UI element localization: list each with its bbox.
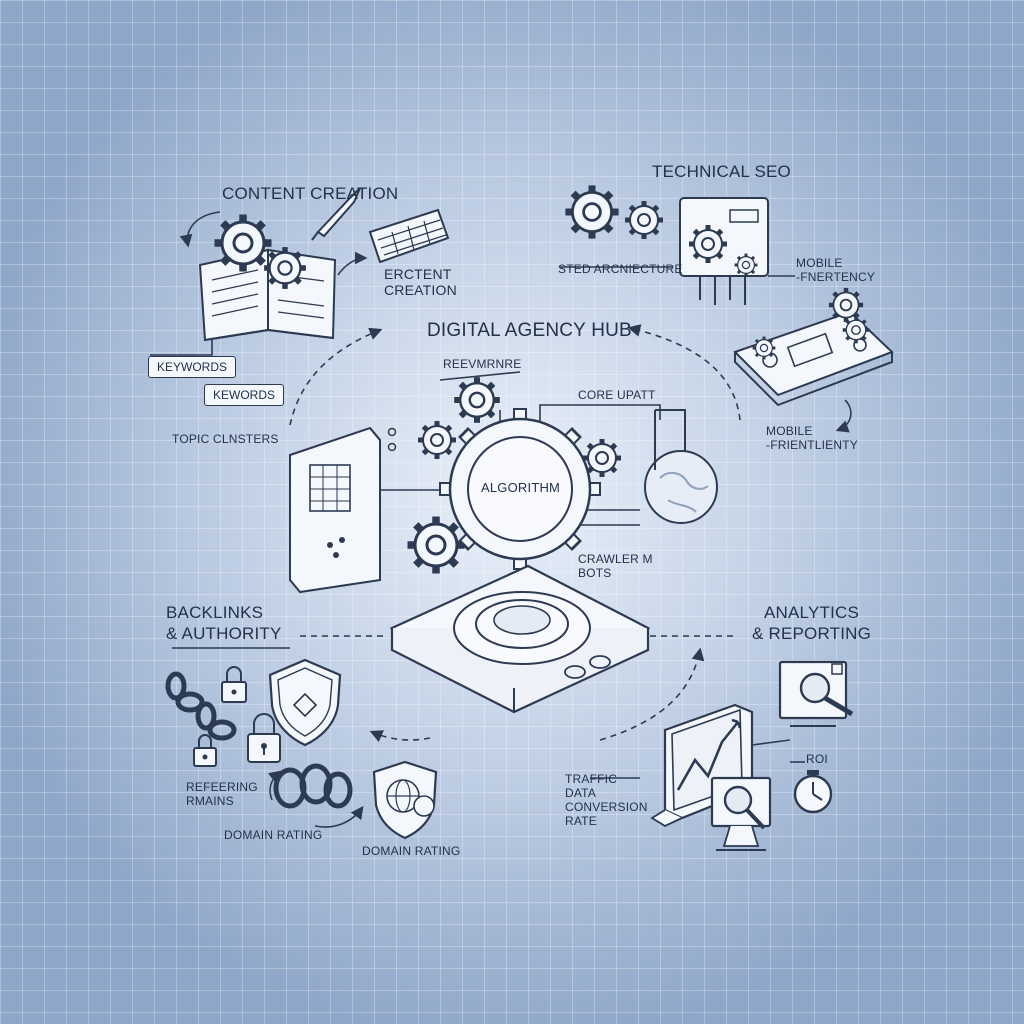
tech-arrows	[560, 266, 852, 433]
content-arrows	[150, 211, 368, 356]
topic-clusters-label: TOPIC CLNSTERS	[172, 432, 279, 446]
technical-seo-heading: TECHNICAL SEO	[652, 162, 791, 181]
gear-icon	[625, 201, 663, 239]
shield-globe-icon	[372, 760, 438, 840]
shield-icon	[268, 658, 342, 747]
traffic-data-label: TRAFFIC DATA CONVERSION RATE	[565, 772, 648, 828]
content-creation-sublabel: ERCTENT CREATION	[384, 266, 457, 298]
core-update-label: CORE UPATT	[578, 388, 656, 402]
gear-icon	[408, 517, 465, 574]
mobile-board-icon	[733, 288, 894, 407]
gear-icon	[215, 215, 272, 272]
lock-icon	[193, 734, 217, 767]
keyboard-icon	[368, 208, 450, 264]
mobile-friendly-label: MOBILE -FRIENTLIENTY	[766, 424, 858, 452]
globe-icon	[644, 409, 718, 524]
algorithm-gear-icon	[439, 408, 601, 570]
server-device-icon	[289, 426, 397, 594]
flow-arrows	[289, 324, 741, 743]
referring-domains-label: REFEERING RMAINS	[186, 780, 258, 808]
domain-rating-label: DOMAIN RATING	[224, 828, 323, 842]
scanner-platform-icon	[389, 564, 651, 714]
magnifier-monitor-icon	[710, 776, 772, 851]
book-icon	[198, 248, 337, 342]
gear-icon	[264, 247, 306, 289]
links-icon	[273, 763, 353, 809]
analytics-heading: ANALYTICS & REPORTING	[752, 603, 872, 643]
clock-icon	[793, 770, 833, 814]
mobile-friendly-label: MOBILE -FNERTENCY	[796, 256, 876, 284]
gear-icon	[565, 185, 618, 238]
pen-icon	[311, 187, 361, 241]
roi-label: ROI	[806, 752, 828, 766]
keywords-tag: KEWORDS	[204, 384, 285, 406]
search-monitor-icon	[778, 660, 854, 727]
backlinks-heading: BACKLINKS & AUTHORITY	[166, 603, 282, 643]
page-title: DIGITAL AGENCY HUB	[427, 320, 632, 341]
gear-icon	[418, 421, 456, 459]
lock-icon	[221, 666, 247, 703]
domain-rating-label: DOMAIN RATING	[362, 844, 461, 858]
backlink-arrows	[172, 647, 364, 828]
review-label: REEVMRNRE	[443, 357, 522, 371]
crawler-bots-label: CRAWLER M BOTS	[578, 552, 653, 580]
circuit-board-icon	[679, 197, 769, 305]
lock-icon	[247, 713, 281, 763]
site-architecture-label: STED ARCNIECTURE	[558, 262, 683, 276]
chain-icon	[165, 671, 237, 741]
algorithm-label: ALGORITHM	[481, 480, 561, 495]
analytics-connectors	[590, 739, 805, 779]
content-creation-heading: CONTENT CREATION	[222, 184, 399, 203]
keywords-tag: KEYWORDS	[148, 356, 237, 378]
gear-icon	[454, 377, 500, 423]
